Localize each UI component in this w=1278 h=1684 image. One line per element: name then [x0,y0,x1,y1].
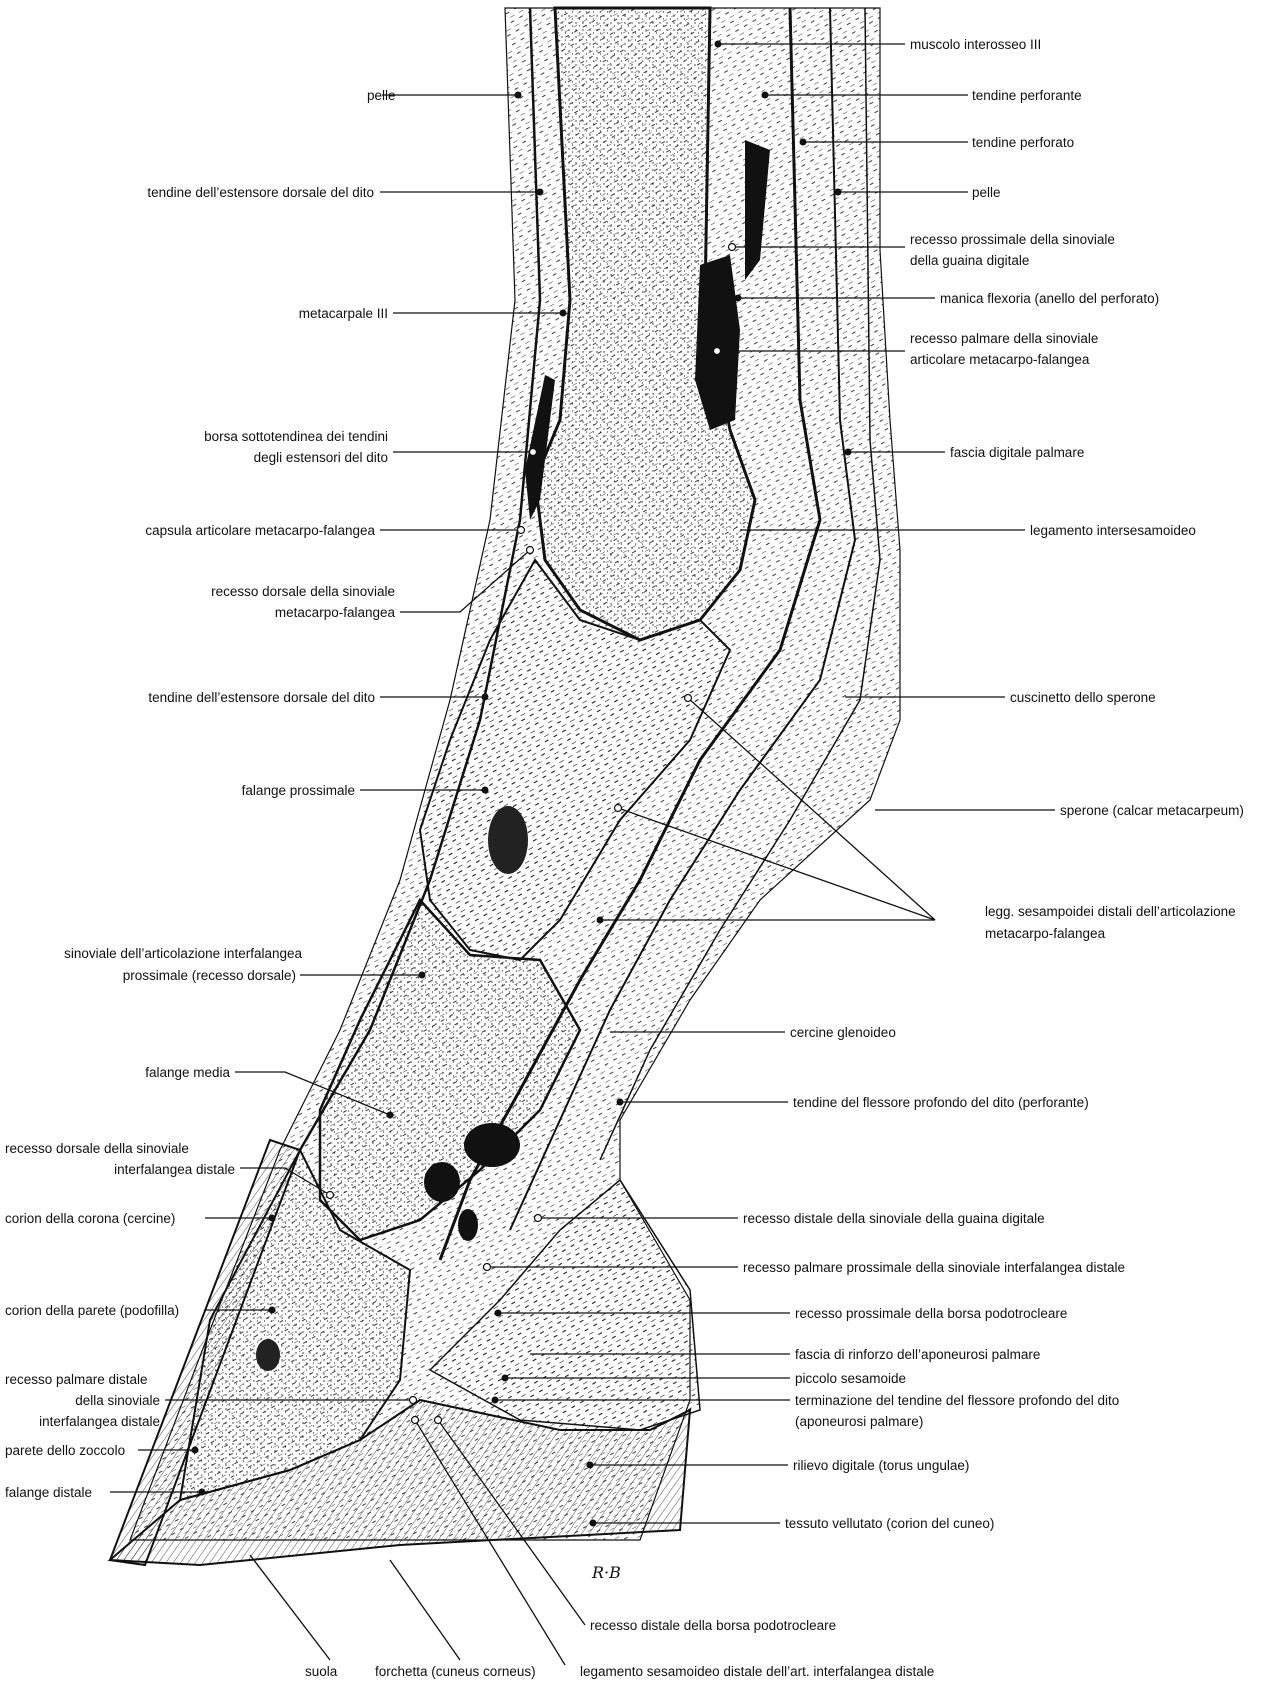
label-recesso-prossimale-borsa: recesso prossimale della borsa podotrocl… [795,1306,1067,1321]
label-recesso-distale-guaina: recesso distale della sinoviale della gu… [743,1211,1045,1226]
label-sinoviale-interfalangea-1: sinoviale dell’articolazione interfalang… [64,946,302,961]
label-cercine-glenoideo: cercine glenoideo [790,1025,896,1040]
label-legg-sesamoidei-2: metacarpo-falangea [985,926,1106,941]
label-legg-sesamoidei-1: legg. sesampoidei distali dell’articolaz… [985,904,1236,919]
label-recesso-dorsale-distale-1: recesso dorsale della sinoviale [5,1141,189,1156]
label-manica-flexoria: manica flexoria (anello del perforato) [940,291,1159,306]
label-rilievo-digitale: rilievo digitale (torus ungulae) [793,1458,969,1473]
label-terminazione-tendine-1: terminazione del tendine del flessore pr… [795,1393,1119,1408]
label-recesso-dorsale-1: recesso dorsale della sinoviale [211,584,395,599]
label-recesso-palmare-distale-1: recesso palmare distale [5,1372,148,1387]
label-legamento-sesamoideo: legamento sesamoideo distale dell’art. i… [580,1664,934,1679]
label-terminazione-tendine-2: (aponeurosi palmare) [795,1414,923,1429]
label-falange-prossimale: falange prossimale [242,783,355,798]
label-piccolo-sesamoide: piccolo sesamoide [795,1371,906,1386]
label-falange-media: falange media [145,1065,230,1080]
label-recesso-prossimale-2: della guaina digitale [910,253,1029,268]
label-cuscinetto: cuscinetto dello sperone [1010,690,1156,705]
label-recesso-dorsale-distale-2: interfalangea distale [114,1162,235,1177]
label-tendine-estensore-2: tendine dell’estensore dorsale del dito [148,690,375,705]
anatomical-drawing [110,8,900,1565]
label-metacarpale: metacarpale III [299,306,388,321]
label-corion-parete: corion della parete (podofilla) [5,1303,179,1318]
label-legamento-intersesamoideo: legamento intersesamoideo [1030,523,1196,538]
label-parete-zoccolo: parete dello zoccolo [5,1443,125,1458]
phalanx-nutrient-canal [488,806,528,874]
distal-guaina-recess [464,1123,520,1167]
label-tendine-perforante: tendine perforante [972,88,1082,103]
label-tendine-estensore-1: tendine dell’estensore dorsale del dito [147,185,374,200]
podotrochlear-recess [458,1209,478,1241]
label-recesso-palmare-1: recesso palmare della sinoviale [910,331,1098,346]
label-pelle-left: pelle [367,88,396,103]
label-fascia-digitale: fascia digitale palmare [950,445,1084,460]
label-borsa-sottotendinea-1: borsa sottotendinea dei tendini [204,429,388,444]
signature: R·B [591,1563,621,1582]
label-sinoviale-interfalangea-2: prossimale (recesso dorsale) [123,968,296,983]
label-recesso-palmare-distale-2: della sinoviale [75,1393,160,1408]
label-forchetta: forchetta (cuneus corneus) [375,1664,536,1679]
label-recesso-palmare-distale-3: interfalangea distale [39,1414,160,1429]
label-suola: suola [305,1664,338,1679]
label-falange-distale: falange distale [5,1485,92,1500]
label-recesso-prossimale-1: recesso prossimale della sinoviale [910,232,1115,247]
label-sperone: sperone (calcar metacarpeum) [1060,803,1244,818]
distal-phalanx-foramen [256,1339,280,1371]
label-borsa-sottotendinea-2: degli estensori del dito [254,450,388,465]
label-tendine-flessore: tendine del flessore profondo del dito (… [793,1095,1089,1110]
label-fascia-rinforzo: fascia di rinforzo dell’aponeurosi palma… [795,1347,1040,1362]
label-pelle-right: pelle [972,185,1001,200]
label-recesso-palmare-prossimale: recesso palmare prossimale della sinovia… [743,1260,1125,1275]
label-corion-corona: corion della corona (cercine) [5,1211,175,1226]
label-recesso-dorsale-2: metacarpo-falangea [275,605,396,620]
label-capsula-articolare: capsula articolare metacarpo-falangea [145,523,375,538]
label-recesso-distale-borsa: recesso distale della borsa podotroclear… [590,1618,836,1633]
label-tendine-perforato: tendine perforato [972,135,1074,150]
palmar-recess-distal [424,1162,460,1202]
label-muscolo-interosseo: muscolo interosseo III [910,37,1041,52]
label-recesso-palmare-2: articolare metacarpo-falangea [910,352,1090,367]
label-tessuto-vellutato: tessuto vellutato (corion del cuneo) [785,1516,994,1531]
